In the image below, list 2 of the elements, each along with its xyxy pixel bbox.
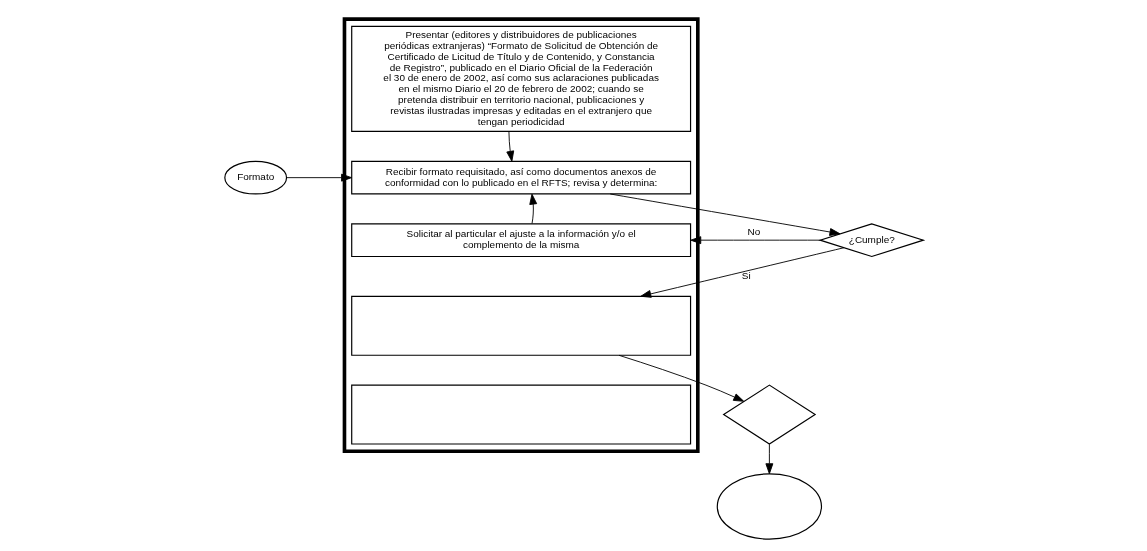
edge-label: No <box>747 225 760 237</box>
edge-label: Si <box>741 269 751 281</box>
